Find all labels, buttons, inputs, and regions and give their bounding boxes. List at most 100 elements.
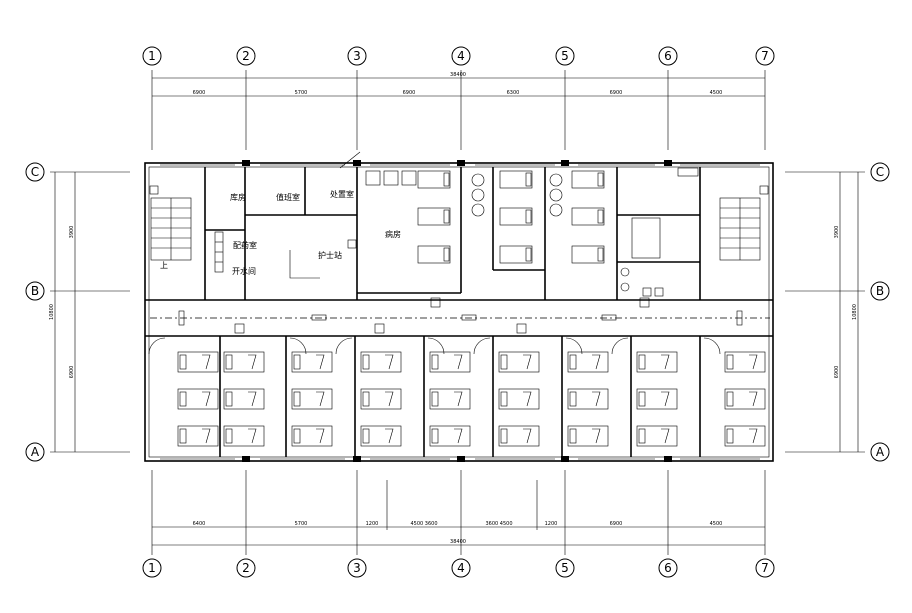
bed bbox=[360, 351, 402, 373]
bed-sheet-fold bbox=[749, 354, 758, 370]
bottom-dim-8: 4500 bbox=[710, 521, 723, 527]
room-duty-label: 值班室 bbox=[276, 192, 300, 202]
grid-row-b-left: B bbox=[31, 284, 39, 298]
bed bbox=[291, 425, 333, 447]
bottom-dim-6: 1200 bbox=[545, 521, 558, 527]
bed-sheet-fold bbox=[523, 391, 532, 407]
bottom-dim-4: 4500 3600 bbox=[410, 521, 437, 527]
bed-sheet-fold bbox=[202, 428, 211, 444]
grid-col-1-bottom: 1 bbox=[148, 561, 156, 575]
bed-pillow bbox=[431, 428, 439, 444]
grid-col-2-top: 2 bbox=[242, 49, 250, 63]
grid-row-c-right: C bbox=[876, 165, 884, 179]
bed-pillow bbox=[500, 391, 508, 407]
bed-pillow bbox=[179, 428, 187, 444]
bed bbox=[291, 351, 333, 373]
grid-col-5-top: 5 bbox=[561, 49, 569, 63]
bed-pillow bbox=[569, 354, 577, 370]
right-total-dim: 10800 bbox=[852, 304, 858, 320]
bed-sheet-fold bbox=[749, 391, 758, 407]
bed-sheet-fold bbox=[592, 428, 601, 444]
grid-col-7-bottom: 7 bbox=[761, 561, 769, 575]
bed-pillow bbox=[362, 354, 370, 370]
grid-col-7-top: 7 bbox=[761, 49, 769, 63]
bed-pillow bbox=[726, 354, 734, 370]
bed-pillow bbox=[293, 391, 301, 407]
grid-row-c-left: C bbox=[31, 165, 39, 179]
bed-sheet-fold bbox=[592, 391, 601, 407]
bed-pillow bbox=[362, 391, 370, 407]
grid-row-b-right: B bbox=[876, 284, 884, 298]
top-dim-5: 6900 bbox=[610, 90, 623, 96]
bed bbox=[177, 351, 219, 373]
bed bbox=[567, 351, 609, 373]
grid-bubbles-bottom: 1 2 3 4 5 6 7 bbox=[142, 558, 775, 578]
bed-pillow bbox=[500, 354, 508, 370]
nurse-station-label: 护士站 bbox=[318, 250, 342, 260]
left-upper-dim: 3900 bbox=[69, 226, 75, 239]
bed-pillow bbox=[293, 354, 301, 370]
bed bbox=[724, 351, 766, 373]
bed bbox=[291, 388, 333, 410]
corridor-fixtures bbox=[178, 297, 743, 334]
bed bbox=[223, 351, 265, 373]
bed-pillow bbox=[431, 391, 439, 407]
bottom-dimension-lines: 6400 5700 1200 4500 3600 3600 4500 1200 … bbox=[151, 470, 766, 555]
grid-col-2-bottom: 2 bbox=[242, 561, 250, 575]
grid-col-5-bottom: 5 bbox=[561, 561, 569, 575]
bed-pillow bbox=[638, 428, 646, 444]
bed-sheet-fold bbox=[454, 428, 463, 444]
north-rooms: 上 库房 配药室 开水间 值班室 处置室 护士站 病房 bbox=[149, 151, 769, 300]
top-dim-6: 4500 bbox=[710, 90, 723, 96]
top-dim-1: 6900 bbox=[193, 90, 206, 96]
bottom-total-dim: 38400 bbox=[450, 539, 466, 545]
grid-bubbles-left: C B A bbox=[25, 162, 45, 462]
grid-col-4-bottom: 4 bbox=[457, 561, 465, 575]
bottom-dim-5: 3600 4500 bbox=[485, 521, 512, 527]
grid-col-3-bottom: 3 bbox=[353, 561, 361, 575]
bottom-dim-2: 5700 bbox=[295, 521, 308, 527]
bed-sheet-fold bbox=[385, 354, 394, 370]
grid-col-4-top: 4 bbox=[457, 49, 465, 63]
bed bbox=[498, 388, 540, 410]
grid-row-a-left: A bbox=[31, 445, 40, 459]
bed-sheet-fold bbox=[385, 391, 394, 407]
bed-sheet-fold bbox=[202, 354, 211, 370]
bed bbox=[429, 388, 471, 410]
bed-pillow bbox=[638, 354, 646, 370]
bed bbox=[429, 351, 471, 373]
grid-col-6-bottom: 6 bbox=[664, 561, 672, 575]
bed-sheet-fold bbox=[202, 391, 211, 407]
bed-sheet-fold bbox=[592, 354, 601, 370]
bed-sheet-fold bbox=[661, 428, 670, 444]
bed bbox=[636, 351, 678, 373]
bed-sheet-fold bbox=[316, 391, 325, 407]
bed bbox=[177, 388, 219, 410]
right-upper-dim: 3900 bbox=[834, 226, 840, 239]
bottom-dim-3: 1200 bbox=[366, 521, 379, 527]
bed-pillow bbox=[431, 354, 439, 370]
right-lower-dim: 6900 bbox=[834, 366, 840, 379]
side-dimension-lines: 10800 3900 6900 3900 6900 10800 bbox=[49, 171, 865, 453]
bed bbox=[498, 351, 540, 373]
bed-sheet-fold bbox=[661, 391, 670, 407]
bed-sheet-fold bbox=[749, 428, 758, 444]
top-dim-4: 6300 bbox=[507, 90, 520, 96]
bed-pillow bbox=[179, 391, 187, 407]
grid-col-6-top: 6 bbox=[664, 49, 672, 63]
bed-pillow bbox=[293, 428, 301, 444]
bed-sheet-fold bbox=[248, 391, 257, 407]
bed-sheet-fold bbox=[248, 354, 257, 370]
bed-sheet-fold bbox=[316, 428, 325, 444]
grid-col-3-top: 3 bbox=[353, 49, 361, 63]
bottom-dim-7: 6900 bbox=[610, 521, 623, 527]
top-total-dim: 38400 bbox=[450, 72, 466, 78]
bed-pillow bbox=[500, 428, 508, 444]
room-dispensing-label: 配药室 bbox=[233, 240, 257, 250]
bed bbox=[223, 388, 265, 410]
stair-up-label: 上 bbox=[160, 261, 168, 270]
bed bbox=[567, 425, 609, 447]
bed-sheet-fold bbox=[454, 391, 463, 407]
building-walls bbox=[144, 160, 774, 462]
bed bbox=[567, 388, 609, 410]
